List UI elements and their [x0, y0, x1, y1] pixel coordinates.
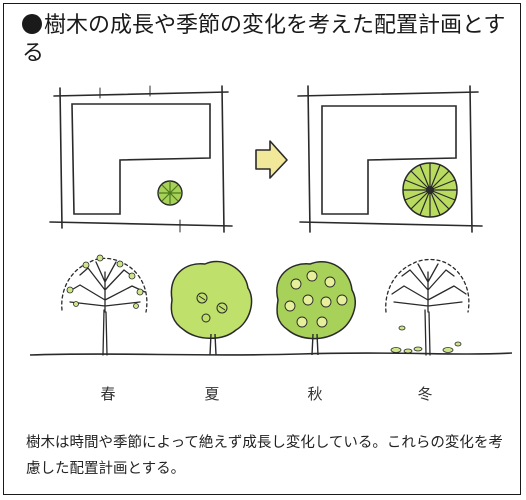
- season-label-spring: 春: [100, 385, 116, 403]
- season-label-autumn: 秋: [307, 385, 323, 403]
- fallen-leaves: [390, 325, 462, 354]
- tree-autumn: [276, 261, 356, 356]
- season-label-winter: 冬: [417, 385, 433, 403]
- plan-after-wall-top: [297, 91, 479, 97]
- tree-winter: [385, 258, 470, 356]
- tree-spring: [61, 257, 148, 356]
- tree-summer: [170, 260, 253, 356]
- heading-text: 樹木の成長や季節の変化を考えた配置計画とする: [22, 13, 506, 66]
- plan-after-wall-left: [307, 85, 311, 233]
- plan-before-wall-bottom: [49, 221, 233, 227]
- ground-line: [29, 352, 513, 356]
- arrow-right-icon: [255, 140, 288, 179]
- plan-after-wall-bottom: [299, 221, 483, 227]
- figure-caption: 樹木は時間や季節によって絶えず成長し変化している。これらの変化を考慮した配置計画…: [26, 435, 503, 477]
- tree-spring-leaves: [66, 254, 144, 309]
- figure-frame: [3, 3, 521, 495]
- plan-before-building: [71, 103, 211, 215]
- season-label-summer: 夏: [204, 385, 220, 403]
- plan-after: [297, 85, 483, 233]
- plan-before-wall-right: [221, 85, 225, 233]
- plan-before-wall-left: [59, 87, 63, 229]
- tree-grown-icon: [402, 162, 458, 218]
- plan-before-wall-top: [53, 91, 229, 97]
- bullet-icon: [22, 14, 42, 34]
- plan-before: [49, 85, 233, 233]
- plan-after-building: [321, 105, 457, 215]
- tree-young-icon: [157, 180, 183, 206]
- plan-after-wall-right: [469, 85, 473, 233]
- figure-heading: 樹木の成長や季節の変化を考えた配置計画とする: [22, 12, 512, 68]
